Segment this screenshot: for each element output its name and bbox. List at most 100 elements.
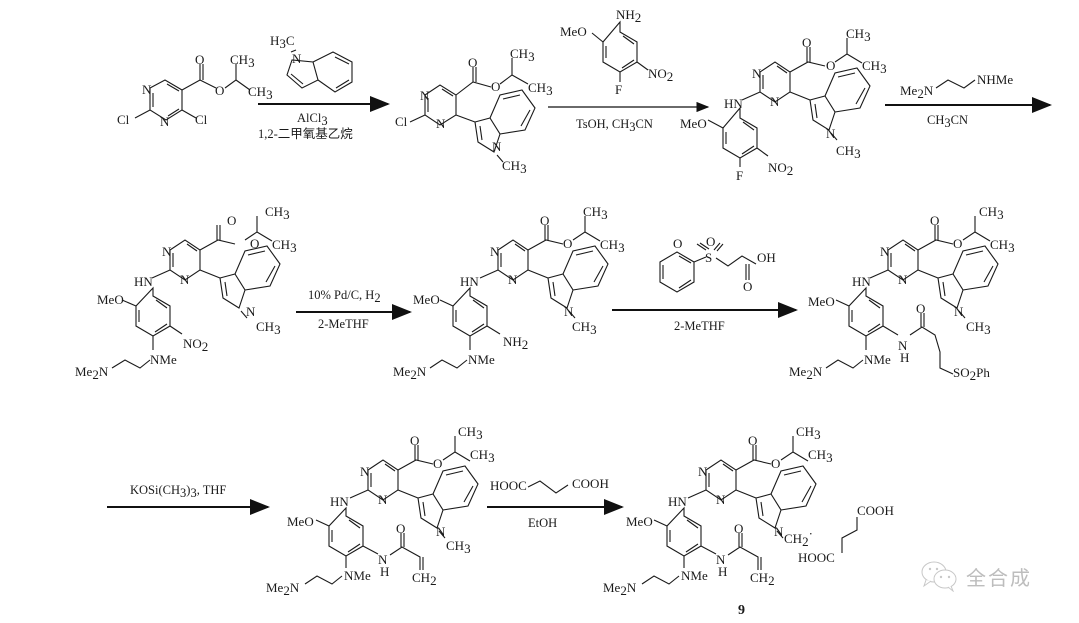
intermediate-acrylamide-free-base: N N HN MeO N H O CH2 NMe Me2N O O CH3 CH…: [266, 424, 495, 598]
atom-n: N: [698, 464, 708, 479]
condition-methf: 2-MeTHF: [318, 317, 369, 331]
condition-methf: 2-MeTHF: [674, 319, 725, 333]
condition-alcl3: AlCl3: [297, 111, 328, 128]
atom-n: N: [716, 552, 726, 567]
vinyl-label: CH2: [412, 570, 437, 588]
methyl-label: CH3: [583, 204, 608, 222]
amine-label: NH2: [503, 334, 528, 352]
final-compound-9: N N HN MeO N H O CH2 NMe Me2N O O CH3 CH…: [603, 424, 894, 618]
carboxyl-label: HOOC: [798, 550, 835, 565]
atom-o: O: [540, 213, 549, 228]
watermark-text: 全合成: [966, 565, 1032, 590]
dimethylamino-label: Me2N: [789, 364, 823, 382]
amine-hn-label: HN: [668, 494, 687, 509]
carboxyl-label: HOOC: [490, 478, 527, 493]
atom-o: O: [227, 213, 236, 228]
methyl-label: CH3: [836, 143, 861, 161]
atom-n: N: [378, 492, 388, 507]
compound-number: 9: [738, 603, 745, 618]
nitro-label: NO2: [183, 336, 208, 354]
reagent-phenylsulfonylpropanoic-acid: S O O O OH: [659, 234, 776, 294]
methyl-label: CH3: [510, 46, 535, 64]
wechat-icon: [921, 561, 957, 592]
atom-o: O: [468, 55, 477, 70]
amine-hn-label: HN: [724, 96, 743, 111]
atom-n: N: [880, 244, 890, 259]
methyl-label: CH3: [808, 447, 833, 465]
atom-f: F: [736, 168, 743, 183]
amine-hn-label: HN: [460, 274, 479, 289]
atom-f: F: [615, 82, 622, 97]
methyl-label: CH3: [458, 424, 483, 442]
methoxy-label: MeO: [626, 514, 653, 529]
dimethylamino-label: Me2N: [266, 580, 300, 598]
atom-n: N: [774, 524, 784, 539]
atom-o: O: [410, 433, 419, 448]
atom-n: N: [436, 116, 446, 131]
amine-hn-label: HN: [852, 274, 871, 289]
atom-o: O: [953, 236, 962, 251]
carboxyl-label: COOH: [857, 503, 894, 518]
atom-o: O: [396, 521, 405, 536]
methyl-label: CH3: [990, 237, 1015, 255]
methylamino-label: NHMe: [977, 72, 1013, 87]
atom-o: O: [802, 35, 811, 50]
intermediate-sulfonylpropanamide: N N HN MeO N H O SO2Ph NMe Me2N O O CH3 …: [789, 204, 1015, 383]
atom-n: N: [292, 51, 302, 66]
condition-tsoh-mecn: TsOH, CH3CN: [576, 117, 653, 134]
methylamino-label: NMe: [150, 352, 177, 367]
methyl-label: CH3: [256, 319, 281, 337]
atom-n: N: [752, 66, 762, 81]
starting-material-dichloropyrimidine: N N Cl Cl O O CH3 CH3: [117, 52, 273, 129]
atom-o: O: [433, 456, 442, 471]
atom-n: N: [420, 88, 430, 103]
condition-solvent-dme: 1,2-二甲氧基乙烷: [258, 127, 353, 141]
methyl-label: CH3: [470, 447, 495, 465]
atom-n: N: [508, 272, 518, 287]
methoxy-label: MeO: [287, 514, 314, 529]
reagent-methoxy-fluoro-nitroaniline: NH2 MeO NO2 F: [560, 7, 673, 97]
atom-n: N: [160, 114, 170, 129]
intermediate-amino-diamine: N N HN MeO NH2 NMe Me2N O O CH3 CH3 N CH…: [393, 204, 625, 382]
atom-n: N: [180, 272, 190, 287]
atom-n: N: [360, 464, 370, 479]
methyl-label: CH3: [846, 26, 871, 44]
intermediate-chloro-indolylpyrimidine: N N Cl O O CH3 CH3 N CH3: [395, 46, 553, 176]
methyl-label: CH3: [979, 204, 1004, 222]
methoxy-label: MeO: [808, 294, 835, 309]
atom-o: O: [771, 456, 780, 471]
atom-h: H: [900, 350, 909, 365]
condition-pd-h2: 10% Pd/C, H2: [308, 288, 381, 305]
atom-cl: Cl: [395, 114, 408, 129]
amine-label: NH2: [616, 7, 641, 25]
condition-kosime3-thf: KOSi(CH3)3, THF: [130, 483, 226, 500]
atom-o: O: [563, 236, 572, 251]
reagent-trimethylethylenediamine: Me2N NHMe: [900, 72, 1013, 101]
reagent-succinic-acid: HOOC COOH: [490, 476, 609, 494]
methoxy-label: MeO: [680, 116, 707, 131]
methyl-label: CH3: [572, 319, 597, 337]
dimethylamino-label: Me2N: [900, 83, 934, 101]
intermediate-fluoro-nitro-anilino: N N HN MeO NO2 F O O CH3 CH3 N CH3: [680, 26, 887, 183]
amine-hn-label: HN: [134, 274, 153, 289]
methoxy-label: MeO: [560, 24, 587, 39]
amine-hn-label: HN: [330, 494, 349, 509]
atom-s: S: [705, 250, 712, 265]
methyl-label: CH3: [966, 319, 991, 337]
methylene-label: CH2·: [784, 526, 813, 549]
atom-n: N: [716, 492, 726, 507]
watermark: 全合成: [920, 560, 1032, 592]
atom-o: O: [195, 52, 204, 67]
atom-n: N: [246, 304, 256, 319]
atom-n: N: [898, 272, 908, 287]
atom-n: N: [564, 304, 574, 319]
sulfonyl-label: SO2Ph: [953, 365, 990, 383]
methyl-label: CH3: [502, 158, 527, 176]
methylamino-label: NMe: [344, 568, 371, 583]
methyl-label: CH3: [796, 424, 821, 442]
atom-n: N: [490, 244, 500, 259]
condition-mecn: CH3CN: [927, 113, 968, 130]
atom-o: O: [250, 236, 259, 251]
atom-o: O: [930, 213, 939, 228]
